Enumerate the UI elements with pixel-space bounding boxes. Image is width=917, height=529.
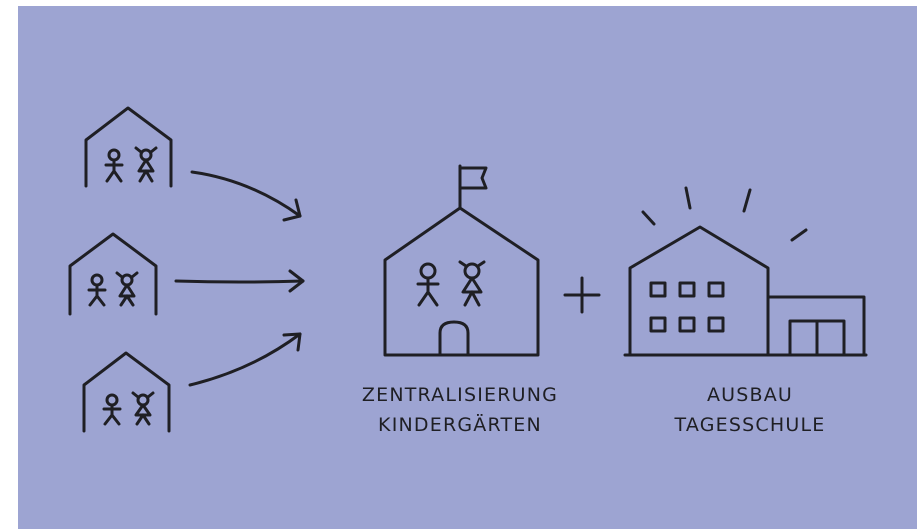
- arrow-icon: [188, 332, 302, 387]
- central-kindergarten-building: [383, 164, 540, 357]
- garage-door-icon: [788, 319, 846, 357]
- caption-line: AUSBAU: [706, 384, 794, 406]
- flag-icon: [458, 166, 488, 190]
- boy-icon: [104, 148, 124, 183]
- arrow-icon: [190, 170, 302, 222]
- girl-icon: [115, 271, 139, 307]
- boy-icon: [87, 273, 107, 307]
- caption-line: ZENTRALISIERUNG: [361, 384, 559, 406]
- girl-icon: [134, 146, 158, 183]
- door-icon: [438, 320, 470, 357]
- caption-line: TAGESSCHULE: [674, 414, 826, 436]
- arrow-icon: [174, 269, 305, 293]
- girl-icon: [131, 391, 155, 426]
- window-grid: [649, 281, 725, 333]
- small-kindergarten-house-2: [68, 232, 158, 316]
- caption-zentralisierung: ZENTRALISIERUNG KINDERGÄRTEN: [335, 380, 585, 440]
- caption-line: KINDERGÄRTEN: [378, 414, 542, 436]
- boy-icon: [416, 262, 440, 307]
- small-kindergarten-house-1: [84, 106, 173, 188]
- boy-icon: [102, 393, 122, 426]
- shine-rays: [641, 186, 808, 242]
- small-kindergarten-house-3: [82, 351, 171, 433]
- caption-ausbau: AUSBAU TAGESSCHULE: [630, 380, 870, 440]
- day-school-building: [623, 186, 868, 357]
- girl-icon: [458, 260, 486, 307]
- plus-icon: [563, 276, 601, 314]
